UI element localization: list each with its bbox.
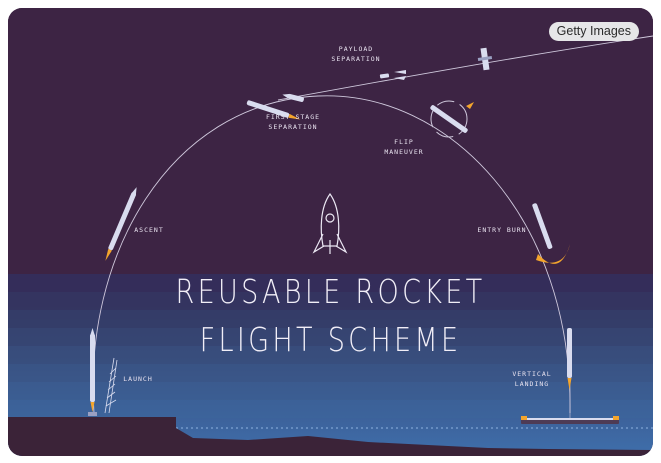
payload-separation-craft: [379, 47, 493, 80]
drone-ship: [521, 416, 619, 424]
getty-watermark[interactable]: Getty Images: [548, 22, 639, 41]
rocket-icon: [312, 192, 348, 254]
rocket-ascent: [105, 187, 137, 261]
flip-maneuver-rocket: [430, 100, 474, 138]
label-first-stage-separation: FIRST STAGE SEPARATION: [265, 113, 321, 131]
label-ascent: ASCENT: [134, 226, 164, 234]
rocket-entry-burn: [532, 203, 553, 249]
launch-tower: [104, 357, 118, 414]
title-line-2: FLIGHT SCHEME: [199, 320, 462, 359]
label-payload-separation: PAYLOAD SEPARATION: [331, 45, 381, 63]
rocket-landing: [567, 328, 572, 390]
flight-scheme-illustration: [8, 8, 653, 456]
infographic: PAYLOAD SEPARATION FIRST STAGE SEPARATIO…: [8, 8, 653, 456]
title-line-1: REUSABLE ROCKET: [175, 272, 486, 311]
label-launch: LAUNCH: [123, 375, 153, 383]
rocket-launch: [88, 328, 97, 416]
rocket-first-stage: [246, 100, 301, 120]
rocket-second-stage: [282, 93, 304, 102]
label-vertical-landing: VERTICAL LANDING: [512, 370, 552, 388]
booster-trajectory: [92, 95, 571, 414]
label-flip-maneuver: FLIP MANEUVER: [384, 138, 424, 156]
payload-trajectory: [277, 35, 653, 101]
label-entry-burn: ENTRY BURN: [477, 226, 527, 234]
coastline-ground: [8, 417, 653, 456]
sea-background: [8, 274, 653, 456]
